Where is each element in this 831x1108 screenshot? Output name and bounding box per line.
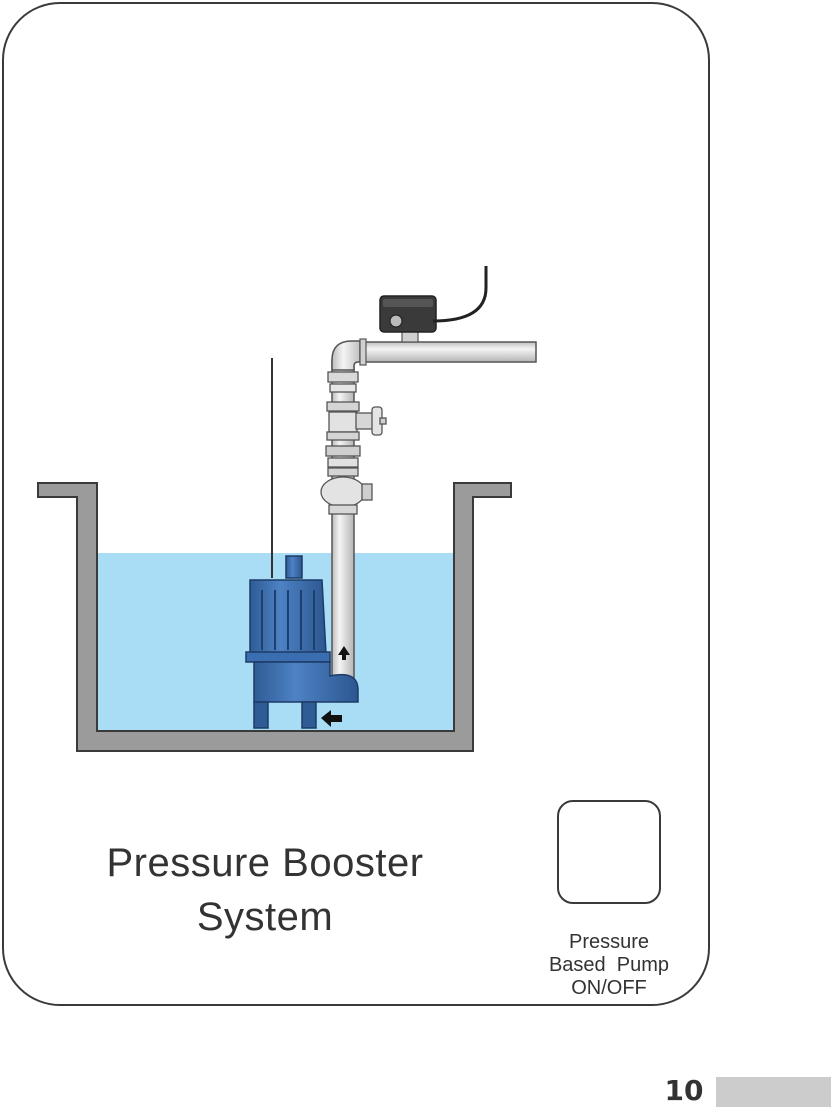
pressure-switch-device <box>379 266 488 343</box>
flow-arrow-icon <box>338 646 350 660</box>
pipe-fittings <box>320 371 373 515</box>
pipe-elbow <box>331 340 365 371</box>
diagram-title-line-2: System <box>196 895 334 939</box>
diagram-title: Pressure Booster System <box>60 836 470 944</box>
flow-arrow-icon <box>321 710 342 727</box>
page-number-bar <box>716 1077 831 1107</box>
page-number: 10 <box>664 1074 704 1107</box>
switch-caption-line-3: ON/OFF <box>571 977 647 999</box>
outlet-pipe <box>359 341 537 363</box>
tank-wall <box>37 482 512 752</box>
pump-icon <box>245 555 359 729</box>
pressure-switch-frame <box>557 800 661 904</box>
pressure-switch-caption: Pressure Based Pump ON/OFF <box>528 931 690 1000</box>
valve-icon <box>355 406 387 436</box>
switch-caption-line-2: Based Pump <box>548 954 670 976</box>
switch-caption-line-1: Pressure <box>568 931 650 953</box>
diagram-title-line-1: Pressure Booster <box>106 841 424 885</box>
